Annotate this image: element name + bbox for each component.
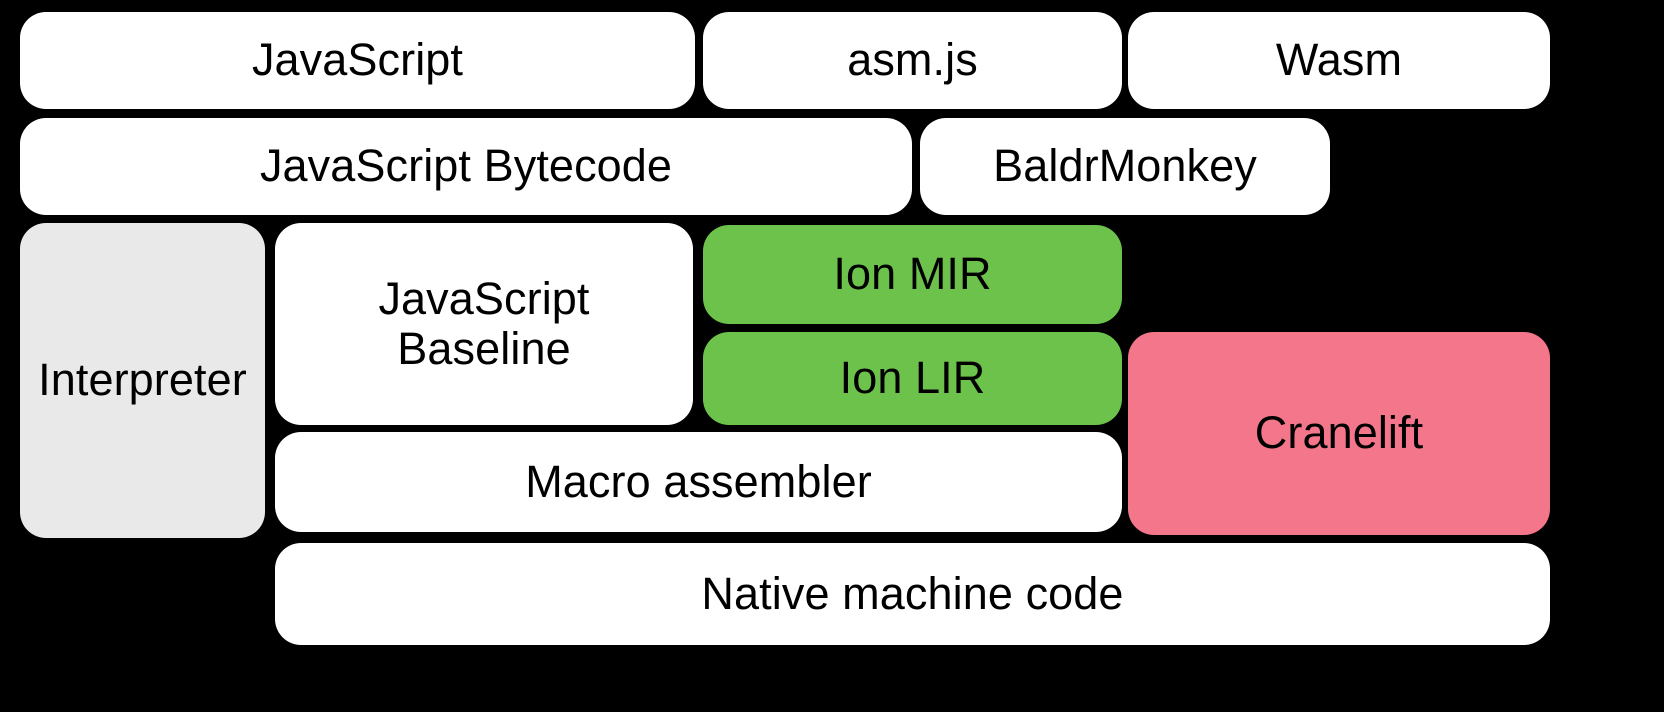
node-interpreter[interactable]: Interpreter xyxy=(20,223,265,538)
node-cranelift[interactable]: Cranelift xyxy=(1128,332,1550,535)
node-cranelift-label: Cranelift xyxy=(1254,407,1424,459)
node-javascript-bytecode[interactable]: JavaScript Bytecode xyxy=(20,118,912,215)
node-native-machine-code[interactable]: Native machine code xyxy=(275,543,1550,645)
node-asm-js[interactable]: asm.js xyxy=(703,12,1122,109)
node-wasm[interactable]: Wasm xyxy=(1128,12,1550,109)
node-javascript[interactable]: JavaScript xyxy=(20,12,695,109)
node-macro-assembler[interactable]: Macro assembler xyxy=(275,432,1122,532)
node-asm-js-label: asm.js xyxy=(847,34,978,86)
node-javascript-baseline[interactable]: JavaScript Baseline xyxy=(275,223,693,425)
node-javascript-baseline-label: JavaScript Baseline xyxy=(378,272,590,374)
node-baldrmonkey[interactable]: BaldrMonkey xyxy=(920,118,1330,215)
node-ion-mir[interactable]: Ion MIR xyxy=(703,225,1122,324)
node-javascript-bytecode-label: JavaScript Bytecode xyxy=(259,140,673,192)
node-baldrmonkey-label: BaldrMonkey xyxy=(993,140,1257,192)
node-interpreter-label: Interpreter xyxy=(38,354,247,406)
node-native-machine-code-label: Native machine code xyxy=(701,567,1124,619)
node-ion-lir-label: Ion LIR xyxy=(839,352,986,404)
node-macro-assembler-label: Macro assembler xyxy=(525,455,872,507)
node-ion-mir-label: Ion MIR xyxy=(833,248,992,300)
node-wasm-label: Wasm xyxy=(1275,34,1403,86)
node-ion-lir[interactable]: Ion LIR xyxy=(703,332,1122,425)
node-javascript-label: JavaScript xyxy=(251,34,464,86)
